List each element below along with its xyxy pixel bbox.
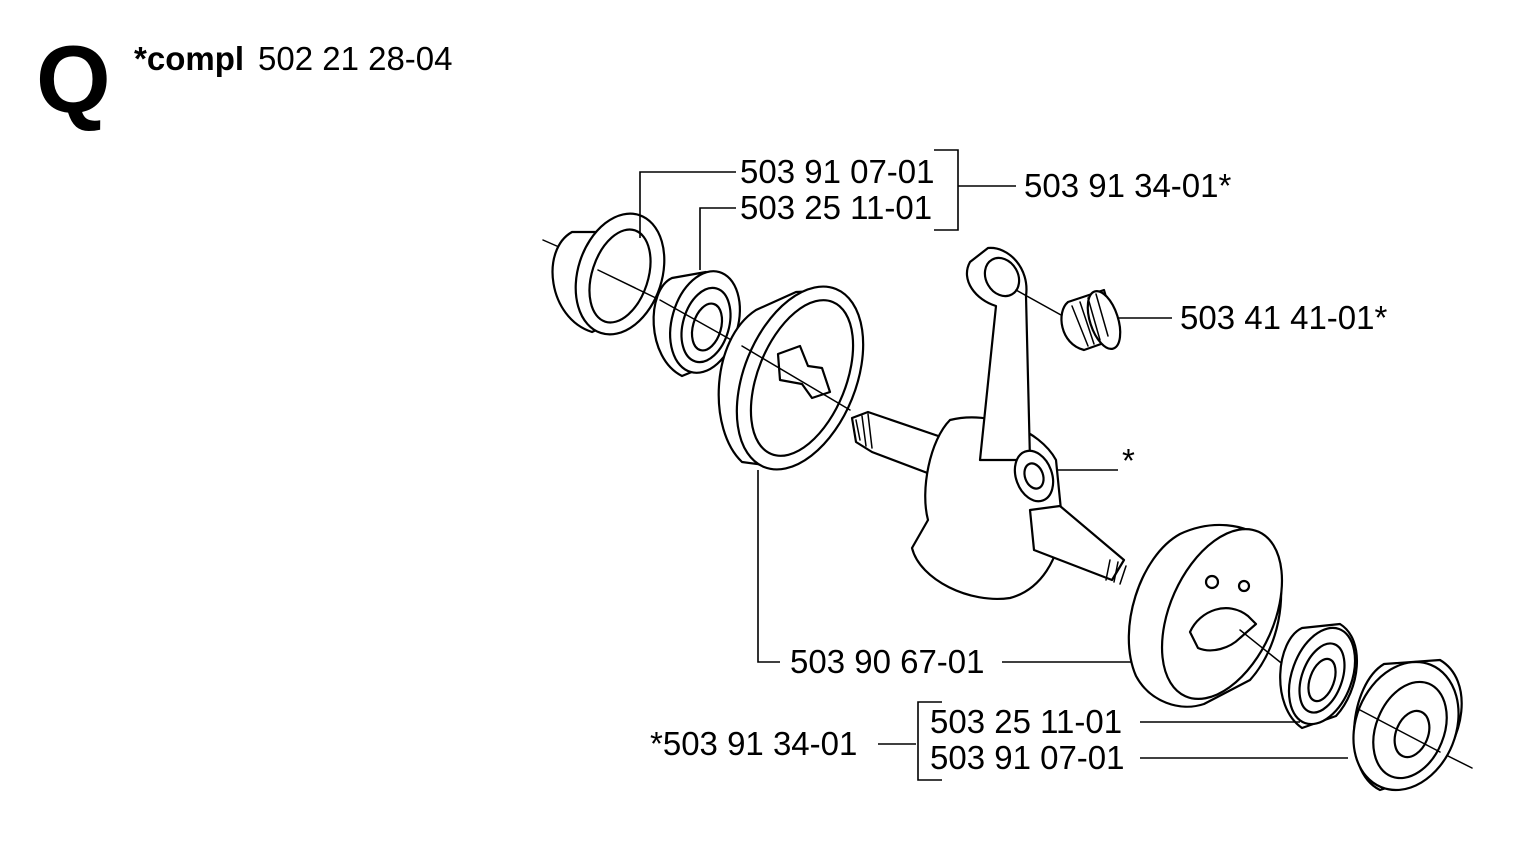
compl-label: *compl <box>134 40 244 77</box>
label-top-kit: 503 91 34-01* <box>1024 167 1232 204</box>
bottom-outer-bearing-ring <box>1352 658 1463 792</box>
label-crank-half: 503 90 67-01 <box>790 643 985 680</box>
top-inner-ball-bearing <box>652 270 743 378</box>
top-outer-bearing-ring <box>551 212 666 336</box>
label-crank-asterisk: * <box>1122 442 1135 479</box>
leader-lines <box>639 149 1348 781</box>
label-top-bearing-outer: 503 91 07-01 <box>740 153 935 190</box>
label-bottom-bearing-inner: 503 25 11-01 <box>930 703 1122 740</box>
crankshaft <box>850 246 1127 600</box>
label-top-bearing-inner: 503 25 11-01 <box>740 189 932 226</box>
top-crank-half <box>717 285 865 471</box>
needle-bearing <box>1060 288 1122 352</box>
section-letter: Q <box>36 26 111 133</box>
bottom-crank-half <box>1127 523 1291 708</box>
label-bottom-kit: *503 91 34-01 <box>650 725 857 762</box>
label-needle-bearing: 503 41 41-01* <box>1180 299 1388 336</box>
compl-number: 502 21 28-04 <box>258 40 453 77</box>
bottom-inner-ball-bearing <box>1279 622 1359 730</box>
label-bottom-bearing-outer: 503 91 07-01 <box>930 739 1125 776</box>
